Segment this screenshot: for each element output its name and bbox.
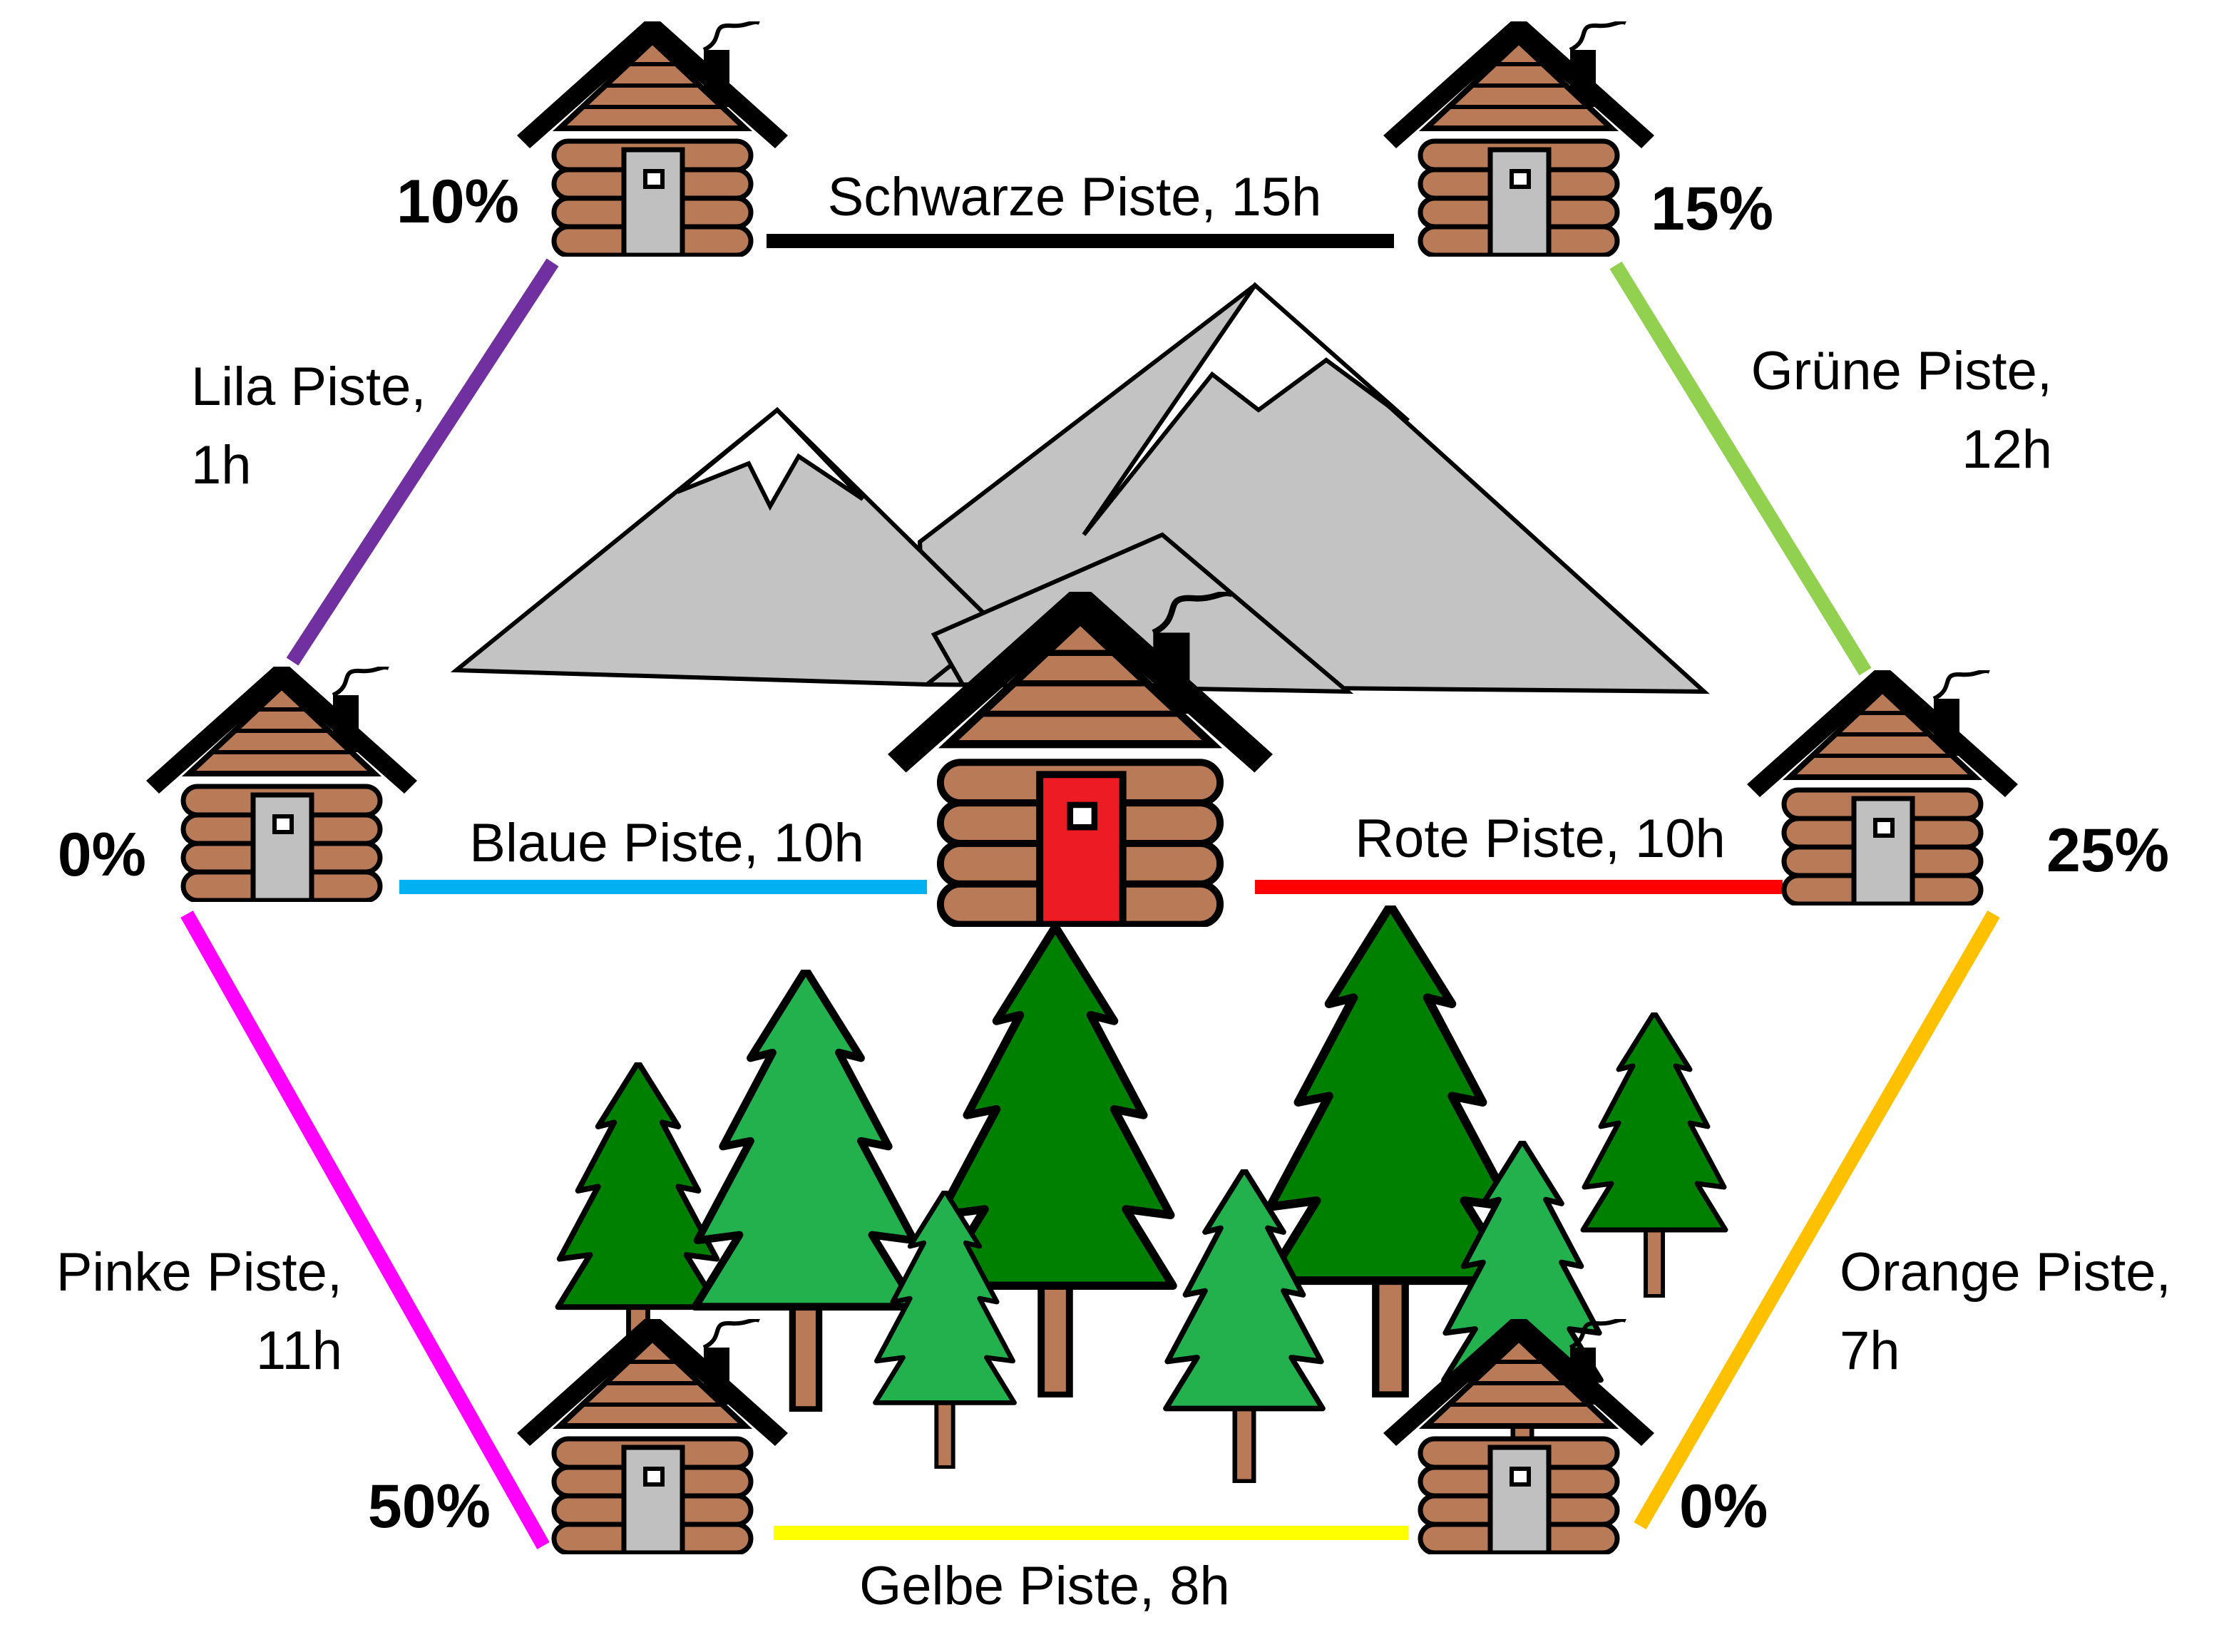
log-cabin-icon: [517, 1312, 788, 1553]
pistes: [180, 234, 2000, 1549]
hut-bottom-right-percent: 0%: [1679, 1472, 1768, 1541]
gruene-piste-line: [1609, 261, 1872, 676]
hut-mid-right-percent: 25%: [2046, 816, 2169, 885]
lila-piste-label-line2: 1h: [191, 435, 252, 496]
hut-mid-left-percent: 0%: [58, 821, 146, 889]
gelbe-piste-label: Gelbe Piste, 8h: [859, 1556, 1230, 1616]
log-cabin-icon: [1383, 14, 1654, 255]
orange-piste-label-line1: Orange Piste,: [1840, 1242, 2171, 1303]
hut-bottom-left-percent: 50%: [368, 1472, 491, 1541]
orange-piste-label-line2: 7h: [1840, 1320, 1900, 1381]
orange-piste-line: [1634, 910, 2000, 1530]
pine-tree-icon: [1166, 1169, 1323, 1482]
pine-tree-icon: [1583, 1012, 1726, 1296]
gruene-piste-label-line1: Grüne Piste,: [1751, 341, 2052, 401]
piste-labels: Schwarze Piste, 15h Lila Piste, 1h Grüne…: [56, 167, 2171, 1616]
lila-piste-label-line1: Lila Piste,: [191, 356, 426, 417]
lila-piste-line: [286, 258, 559, 666]
log-cabin-icon: [517, 14, 788, 255]
pine-tree-icon: [695, 970, 916, 1410]
pinke-piste-line: [180, 910, 550, 1549]
rote-piste-label: Rote Piste, 10h: [1355, 809, 1726, 869]
pinke-piste-label-line2: 11h: [256, 1320, 342, 1381]
hut-top-left-percent: 10%: [396, 168, 519, 236]
gruene-piste-label-line2: 12h: [1962, 419, 2052, 480]
schwarze-piste-label: Schwarze Piste, 15h: [828, 167, 1322, 227]
hut-top-right-percent: 15%: [1651, 175, 1773, 243]
blaue-piste-label: Blaue Piste, 10h: [469, 813, 864, 873]
pinke-piste-label-line1: Pinke Piste,: [56, 1242, 342, 1303]
mountain-icon: [450, 282, 1710, 694]
log-cabin-icon: [146, 660, 417, 901]
hut-percentages: 10% 15% 0% 25% 50% 0%: [58, 168, 2169, 1541]
log-cabin-icon: [1747, 663, 2018, 904]
